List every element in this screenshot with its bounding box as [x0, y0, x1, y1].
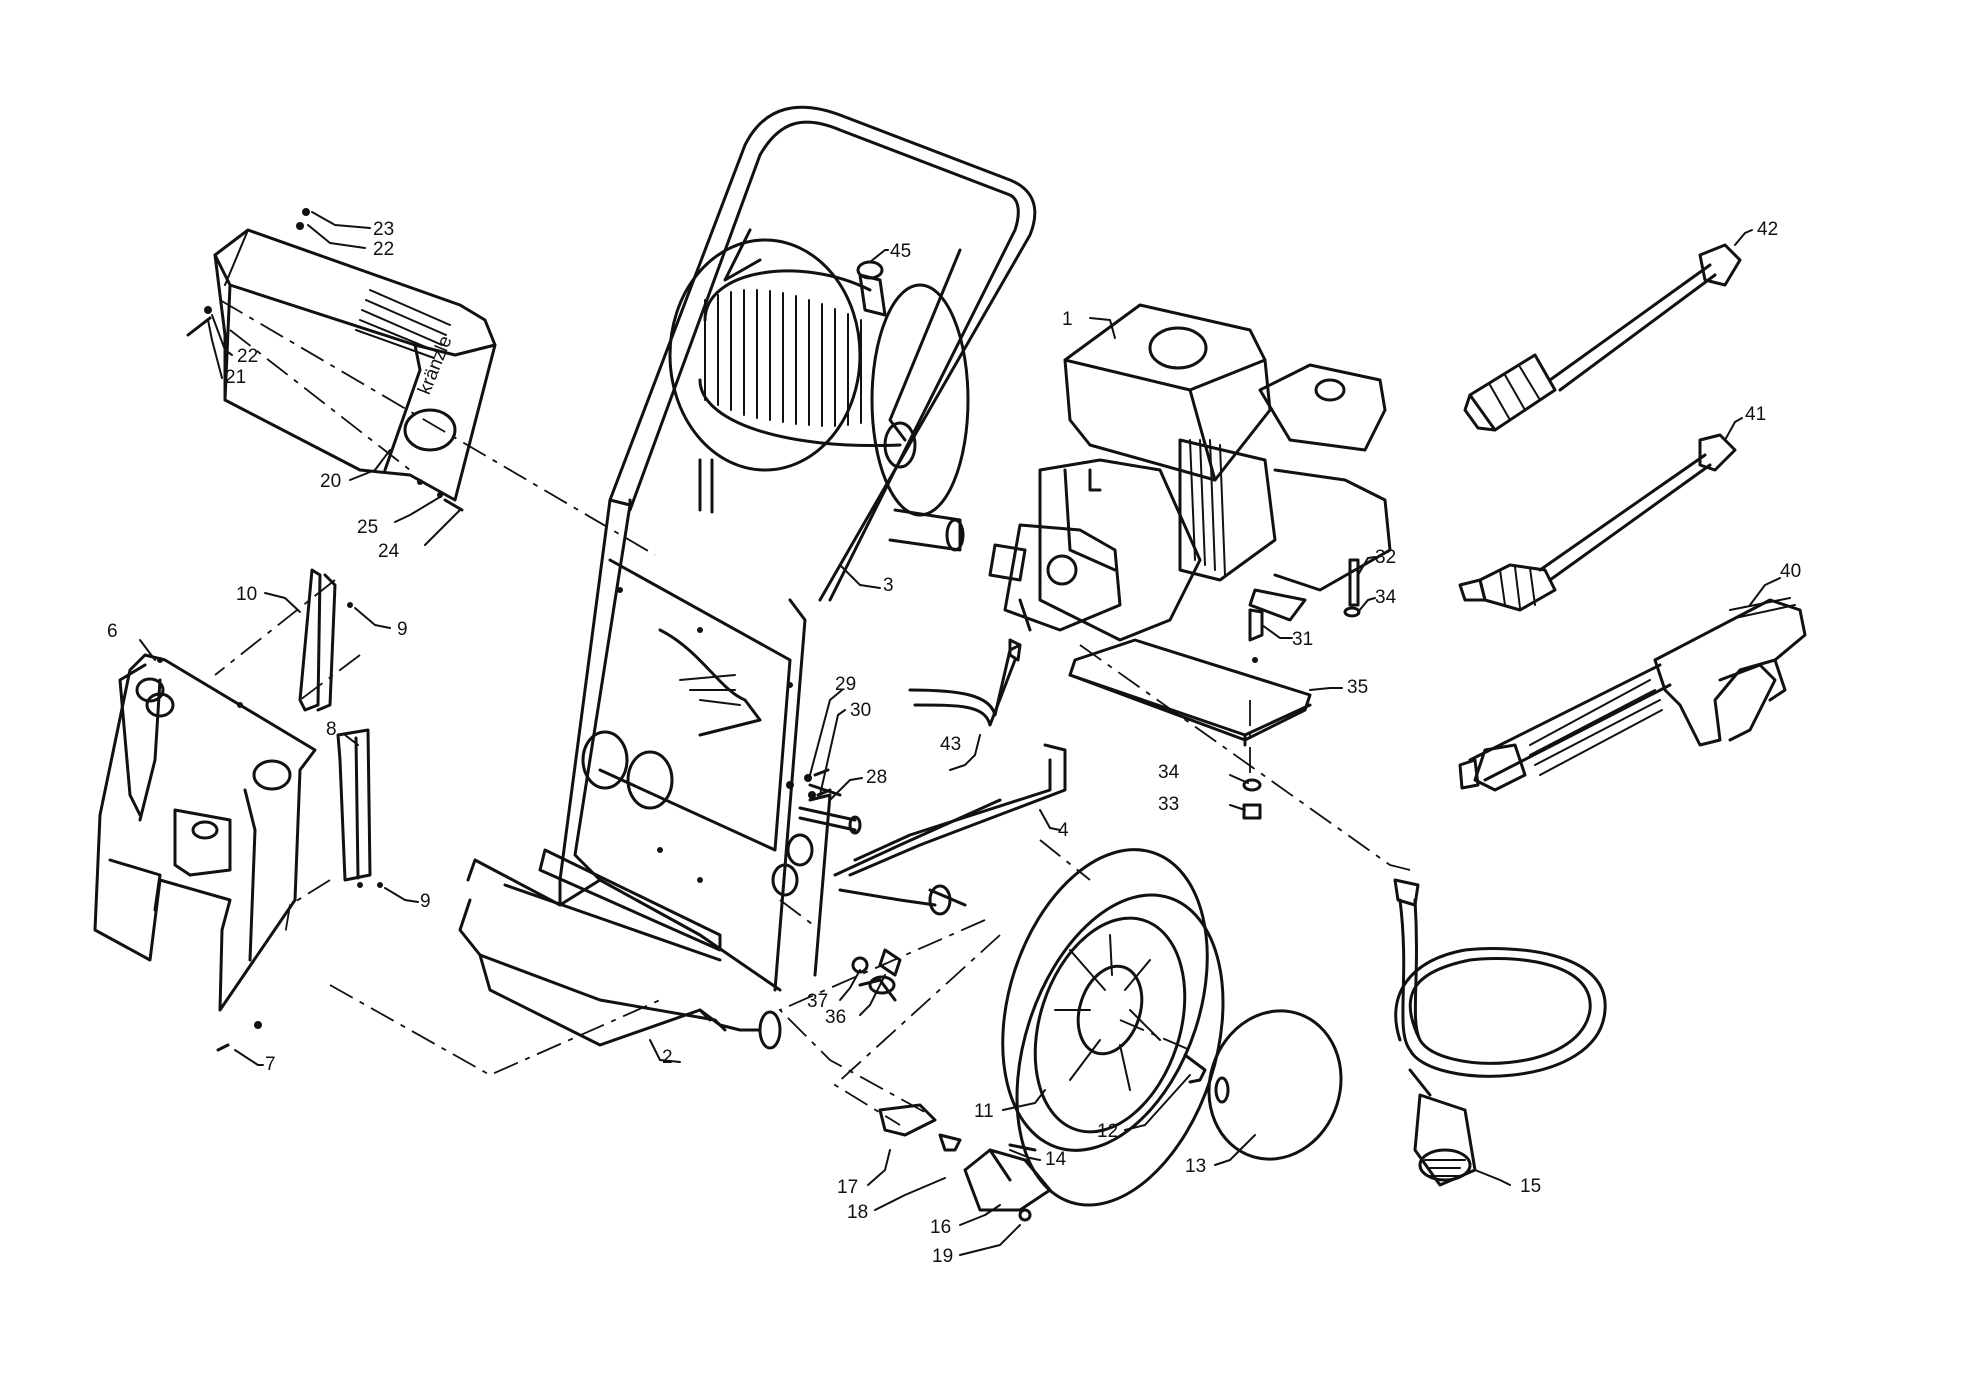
callout-15: 15: [1520, 1176, 1541, 1197]
rear-panel: [93, 653, 317, 1052]
callout-34-lower: 34: [1158, 762, 1180, 783]
cover-vent-slots: [355, 289, 451, 359]
callout-14: 14: [1045, 1149, 1067, 1170]
callout-45: 45: [890, 241, 911, 262]
high-pressure-hose-short: [908, 638, 1022, 727]
side-strips: [298, 568, 383, 888]
callout-10: 10: [236, 584, 257, 605]
main-frame: [458, 498, 832, 1050]
callout-32: 32: [1375, 547, 1396, 568]
callout-3: 3: [883, 575, 894, 596]
callout-8: 8: [326, 719, 337, 740]
callout-11: 11: [974, 1101, 994, 1122]
callout-17: 17: [837, 1177, 858, 1198]
callout-9-lower: 9: [420, 891, 431, 912]
callout-37: 37: [807, 991, 828, 1012]
callout-20: 20: [320, 471, 341, 492]
base-plate: [1068, 558, 1361, 820]
wheel-cap: [1183, 1009, 1343, 1161]
callout-7: 7: [265, 1054, 276, 1075]
callout-18: 18: [847, 1202, 868, 1223]
callout-9-upper: 9: [397, 619, 408, 640]
callout-12: 12: [1097, 1121, 1118, 1142]
hose-reel: [668, 238, 970, 517]
callout-34-upper: 34: [1375, 587, 1397, 608]
foot-assembly: [878, 1103, 1052, 1222]
engine-fins: [1189, 439, 1226, 576]
callout-33: 33: [1158, 794, 1179, 815]
detergent-hose: [1393, 878, 1607, 1187]
callout-labels: 1 2 3 4 6 7 8 9 9 10 11 12 13: [107, 211, 1801, 1267]
callout-36: 36: [825, 1007, 846, 1028]
small-fasteners: [798, 768, 902, 977]
hose-coils: [704, 289, 862, 427]
callout-23: 23: [373, 219, 394, 240]
wheel: [1001, 848, 1225, 1207]
callout-22-upper: 22: [373, 239, 394, 260]
callout-2: 2: [662, 1047, 673, 1068]
callout-43: 43: [940, 734, 961, 755]
callout-31: 31: [1292, 629, 1313, 650]
assembly-guide-lines: [214, 299, 1411, 1126]
callout-29: 29: [835, 674, 856, 695]
callout-25: 25: [357, 517, 378, 538]
callout-35: 35: [1347, 677, 1368, 698]
axle-support: [771, 743, 1067, 1002]
callout-41: 41: [1745, 404, 1766, 425]
trigger-gun-lance: [1458, 597, 1807, 792]
callout-30: 30: [850, 700, 871, 721]
callout-42: 42: [1757, 219, 1778, 240]
engine: [988, 303, 1392, 642]
callout-4: 4: [1058, 820, 1069, 841]
adjustable-nozzle-lance: [1458, 433, 1737, 612]
callout-24: 24: [378, 541, 400, 562]
callout-22-lower: 22: [237, 346, 258, 367]
callout-40: 40: [1780, 561, 1801, 582]
callout-28: 28: [866, 767, 887, 788]
top-cover-shroud: kränzle: [186, 208, 497, 512]
callout-16: 16: [930, 1217, 951, 1238]
callout-21: 21: [225, 367, 246, 388]
callout-19: 19: [932, 1246, 953, 1267]
callout-6: 6: [107, 621, 118, 642]
turbo-nozzle-lance: [1463, 243, 1742, 432]
callout-1: 1: [1062, 309, 1073, 330]
callout-13: 13: [1185, 1156, 1206, 1177]
